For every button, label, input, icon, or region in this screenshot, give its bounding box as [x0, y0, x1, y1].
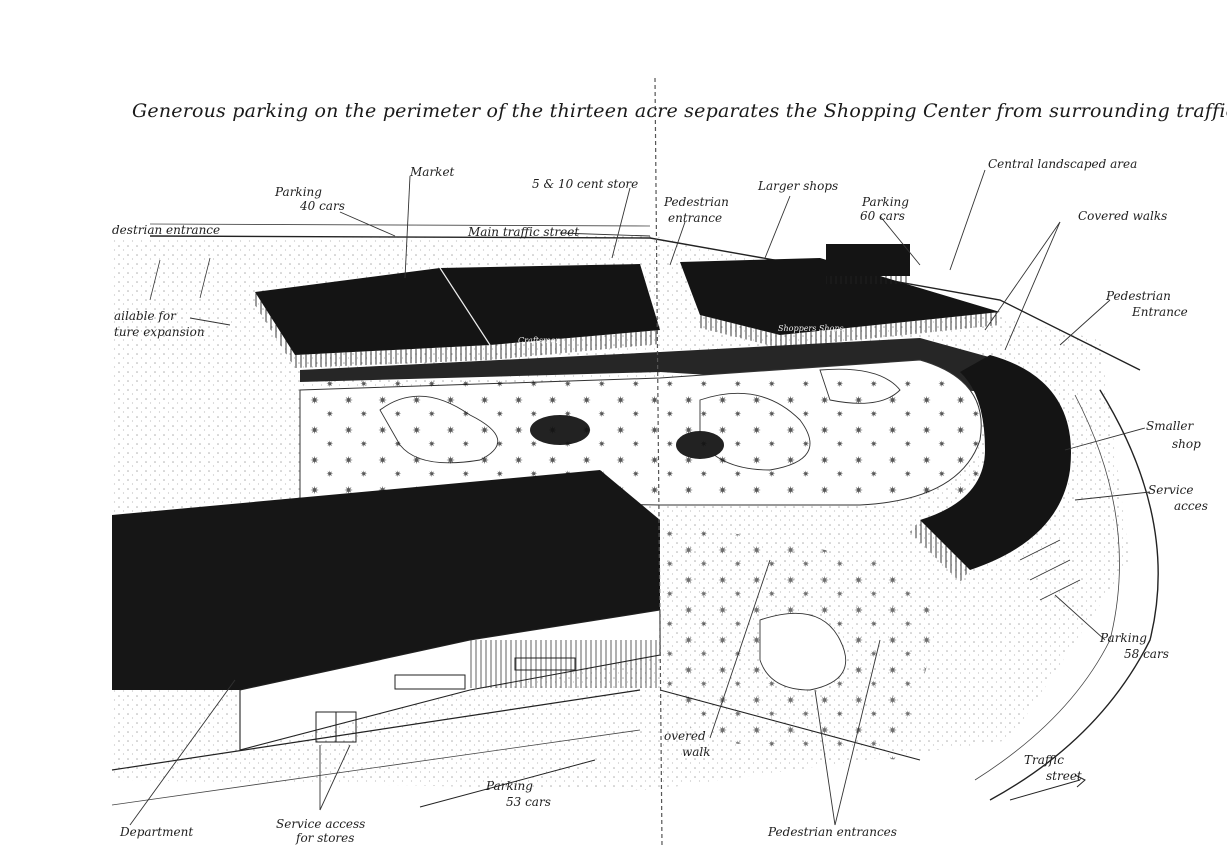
label-parking-58-a: Parking [1100, 631, 1147, 645]
label-market: Market [410, 165, 455, 179]
label-pedestrian-entrance-top-a: Pedestrian [664, 195, 729, 209]
label-traffic-street-a: Traffic [1024, 753, 1064, 767]
label-parking-53-b: 53 cars [506, 795, 551, 809]
label-pedestrian-entrance-top-b: entrance [668, 211, 723, 225]
front-street [111, 689, 641, 771]
parking-stripes [149, 257, 1081, 601]
label-pedestrian-entrance-right-b: Entrance [1132, 305, 1188, 319]
store-windows [394, 674, 466, 690]
label-parking-40-a: Parking [275, 185, 322, 199]
market-building [255, 264, 660, 355]
label-parking-40-b: 40 cars [300, 199, 345, 213]
department-store-roof [112, 470, 660, 690]
leader-lines [129, 169, 1151, 826]
label-service-access-right-a: Service [1148, 483, 1194, 497]
label-pedestrian-entrance-left: destrian entrance [112, 223, 221, 237]
label-smaller-shops-a: Smaller [1146, 419, 1194, 433]
label-service-access-stores-a: Service access [276, 817, 366, 831]
tower-block [826, 244, 910, 276]
label-parking-60-a: Parking [862, 195, 909, 209]
label-available-a: ailable for [114, 309, 176, 323]
sign-shoppers-shops: Shoppers Shops [778, 324, 844, 333]
label-main-traffic-street: Main traffic street [468, 225, 580, 239]
label-department: Department [120, 825, 194, 839]
label-five-ten-store: 5 & 10 cent store [532, 177, 639, 191]
label-traffic-street-b: street [1046, 769, 1082, 783]
label-pedestrian-entrances: Pedestrian entrances [768, 825, 897, 839]
label-parking-53-a: Parking [486, 779, 533, 793]
label-covered-walk-a: overed [664, 729, 706, 743]
label-service-access-stores-b: for stores [296, 831, 355, 845]
larger-shops-building [680, 258, 1000, 335]
label-service-access-right-b: acces [1174, 499, 1208, 513]
label-parking-58-b: 58 cars [1124, 647, 1169, 661]
label-available-b: ture expansion [114, 325, 205, 339]
sign-craftsmen: Craftsmen [518, 336, 561, 345]
label-larger-shops: Larger shops [758, 179, 839, 193]
fold-line [654, 77, 663, 846]
label-parking-60-b: 60 cars [860, 209, 905, 223]
label-pedestrian-entrance-right-a: Pedestrian [1106, 289, 1171, 303]
traffic-arrow [1009, 779, 1081, 801]
label-smaller-shops-b: shop [1172, 437, 1201, 451]
label-central-landscaped: Central landscaped area [988, 157, 1138, 171]
label-covered-walk-b: walk [682, 745, 711, 759]
label-covered-walks: Covered walks [1078, 209, 1168, 223]
traffic-street-curve [989, 389, 1159, 801]
smaller-shops-building [920, 355, 1071, 570]
diagram-title: Generous parking on the perimeter of the… [132, 100, 1227, 122]
